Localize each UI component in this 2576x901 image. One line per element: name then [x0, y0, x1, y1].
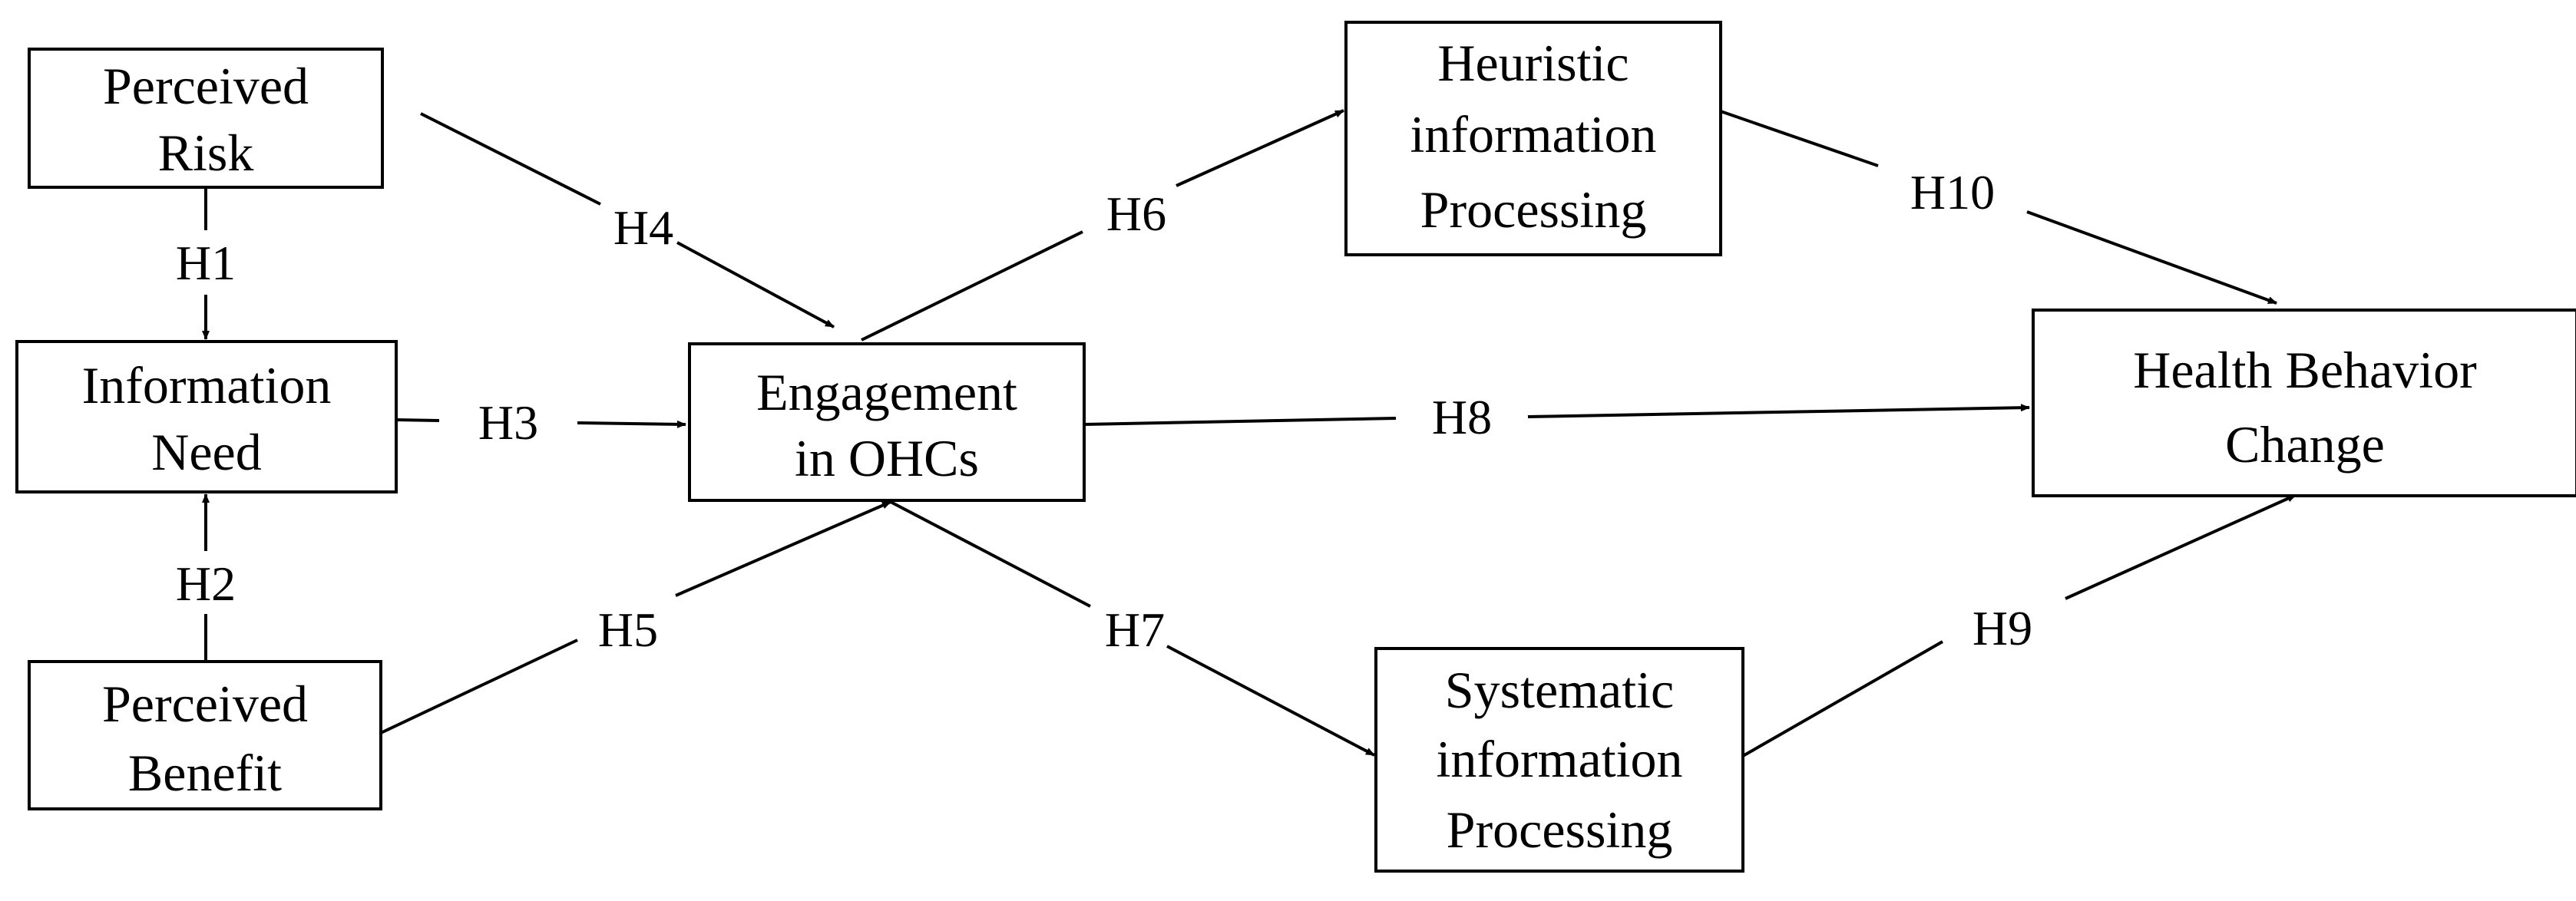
node-health-behavior-box: [2032, 309, 2576, 497]
edge-h7-line-top: [890, 500, 1091, 608]
edge-h3: H3: [395, 395, 686, 450]
node-heuristic-box: [1344, 21, 1722, 256]
edge-h5-line-top: [675, 500, 891, 597]
edge-h7-label: H7: [1105, 602, 1165, 657]
edge-h9: H9: [1742, 493, 2297, 757]
node-health-behavior-line2: Change: [2225, 415, 2385, 474]
node-engagement-box: [688, 342, 1086, 502]
node-perceived-benefit-box: [28, 660, 382, 810]
node-perceived-risk-line2: Risk: [158, 124, 254, 182]
node-information-need-line1: Information: [82, 356, 332, 414]
node-perceived-risk: Perceived Risk: [28, 48, 384, 189]
edge-h8: H8: [1083, 390, 2030, 444]
edge-h8-line-left: [1083, 417, 1397, 426]
node-heuristic-processing: Heuristic information Processing: [1344, 21, 1722, 256]
node-perceived-benefit-line2: Benefit: [128, 744, 282, 802]
edge-h3-label: H3: [478, 395, 538, 450]
node-systematic-line3: Processing: [1447, 800, 1673, 859]
node-heuristic-line3: Processing: [1420, 180, 1647, 239]
edge-h1: H1: [176, 187, 236, 340]
edge-h5-line-bottom: [380, 639, 578, 734]
edge-h7-line-bottom: [1166, 645, 1375, 757]
node-systematic-line1: Systematic: [1445, 661, 1674, 719]
edge-h3-line-left: [395, 418, 440, 422]
node-engagement-in-ohcs: Engagement in OHCs: [688, 342, 1086, 502]
node-health-behavior-line1: Health Behavior: [2133, 341, 2477, 399]
edge-h5: H5: [380, 500, 891, 734]
edge-h9-line-bottom: [1742, 640, 1943, 757]
edge-h3-line-right: [577, 420, 686, 428]
edge-h7: H7: [890, 500, 1375, 757]
node-systematic-box: [1374, 647, 1744, 873]
edge-h1-label: H1: [176, 236, 236, 290]
edge-h2: H2: [176, 493, 236, 661]
node-information-need-box: [15, 340, 398, 493]
edge-h4-label: H4: [613, 200, 673, 255]
edge-h4-line-bottom: [676, 241, 835, 328]
edge-h10-line-bottom: [2026, 210, 2277, 305]
edge-h9-label: H9: [1973, 601, 2032, 655]
edge-h10-line-top: [1720, 110, 1879, 167]
node-perceived-benefit-line1: Perceived: [102, 675, 308, 733]
edge-h8-line-right: [1527, 404, 2030, 418]
node-information-need-line2: Need: [151, 423, 261, 481]
edge-h6: H6: [861, 109, 1344, 342]
node-systematic-line2: information: [1436, 730, 1682, 788]
edge-h9-line-top: [2065, 493, 2297, 600]
node-perceived-risk-box: [28, 48, 384, 189]
node-perceived-benefit: Perceived Benefit: [28, 660, 382, 810]
node-engagement-line2: in OHCs: [795, 429, 979, 487]
node-information-need: Information Need: [15, 340, 398, 493]
node-systematic-processing: Systematic information Processing: [1374, 647, 1744, 873]
node-heuristic-line1: Heuristic: [1437, 34, 1629, 92]
edge-h10: H10: [1720, 110, 2277, 305]
edge-h6-label: H6: [1106, 186, 1166, 241]
edge-h2-label: H2: [176, 556, 236, 611]
node-heuristic-line2: information: [1410, 105, 1656, 163]
edge-h5-label: H5: [598, 602, 658, 657]
edge-h6-line-bottom: [861, 230, 1083, 342]
node-engagement-line1: Engagement: [756, 363, 1017, 421]
edge-h4-line-top: [420, 112, 601, 206]
edge-h4: H4: [420, 112, 835, 328]
node-health-behavior-change: Health Behavior Change: [2032, 309, 2576, 497]
edge-h6-line-top: [1176, 109, 1344, 187]
edge-h10-label: H10: [1910, 165, 1995, 219]
edge-h8-label: H8: [1432, 390, 1492, 444]
node-perceived-risk-line1: Perceived: [103, 57, 309, 115]
